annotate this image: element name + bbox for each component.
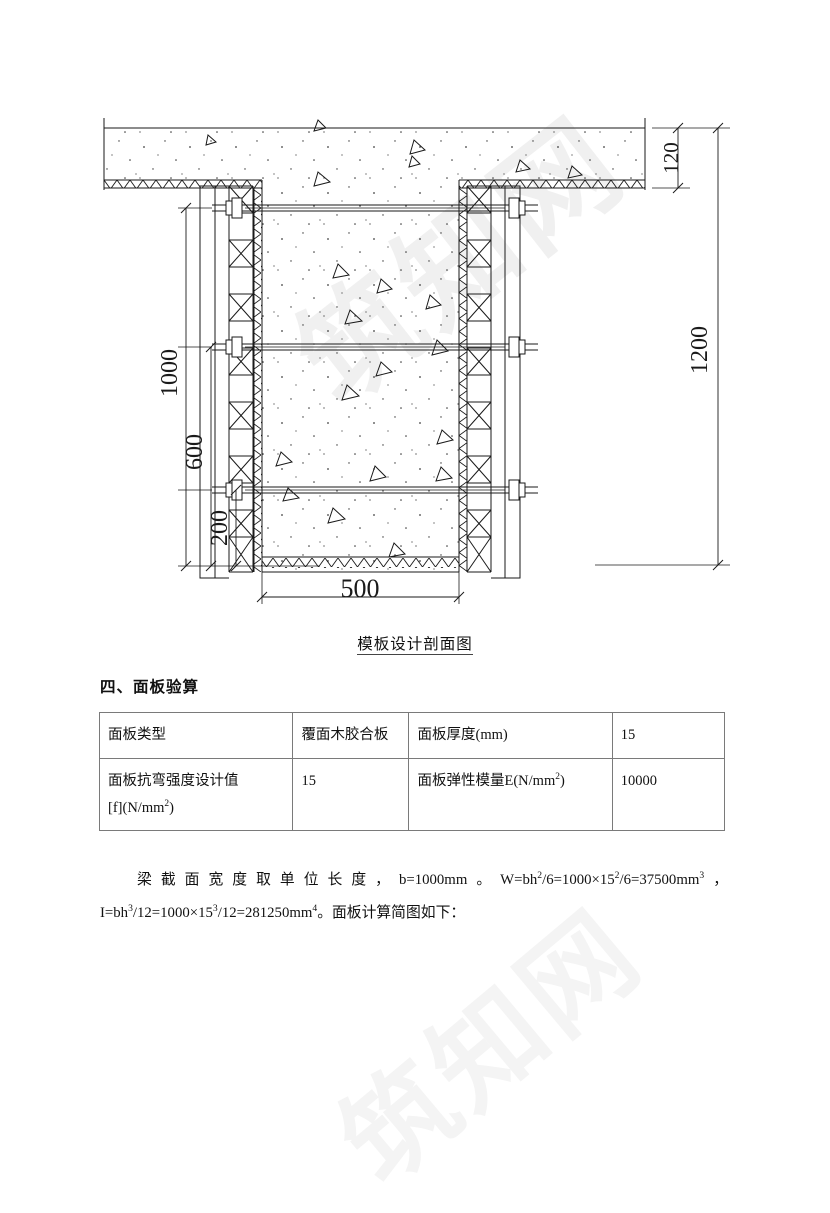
dim-label-200: 200 <box>207 510 233 546</box>
panel-spec-table: 面板类型 覆面木胶合板 面板厚度(mm) 15 面板抗弯强度设计值 [f](N/… <box>98 712 726 832</box>
dim-label-1000: 1000 <box>157 349 183 397</box>
calculation-paragraph: 梁截面宽度取单位长度，b=1000mm。W=bh2/6=1000×152/6=3… <box>100 870 728 922</box>
cell-elastic-modulus-label: 面板弹性模量E(N/mm2) <box>408 757 613 832</box>
cell-panel-type-value: 覆面木胶合板 <box>292 712 410 759</box>
dim-label-120: 120 <box>659 142 683 174</box>
cell-panel-thickness-label: 面板厚度(mm) <box>408 712 613 759</box>
dim-label-500: 500 <box>341 574 380 603</box>
cell-bending-strength-value: 15 <box>292 757 410 832</box>
section-heading: 四、面板验算 <box>100 679 200 696</box>
bending-strength-line2: [f](N/mm2) <box>108 798 174 816</box>
document-page: 筑知网 筑知网 <box>0 95 830 1206</box>
figure-caption: 模板设计剖面图 <box>0 632 830 655</box>
table-row: 面板抗弯强度设计值 [f](N/mm2) 15 面板弹性模量E(N/mm2) 1… <box>98 757 726 832</box>
cell-panel-type-label: 面板类型 <box>98 712 294 759</box>
cell-bending-strength-label: 面板抗弯强度设计值 [f](N/mm2) <box>98 757 294 832</box>
cell-elastic-modulus-value: 10000 <box>611 757 726 832</box>
dim-label-1200: 1200 <box>687 326 713 374</box>
bending-strength-line1: 面板抗弯强度设计值 <box>108 772 239 789</box>
formwork-section-drawing: 120 1200 1000 600 200 500 <box>103 118 730 604</box>
table-row: 面板类型 覆面木胶合板 面板厚度(mm) 15 <box>98 712 726 759</box>
figure-caption-text: 模板设计剖面图 <box>357 636 473 655</box>
dim-label-600: 600 <box>182 434 208 470</box>
cell-panel-thickness-value: 15 <box>611 712 726 759</box>
